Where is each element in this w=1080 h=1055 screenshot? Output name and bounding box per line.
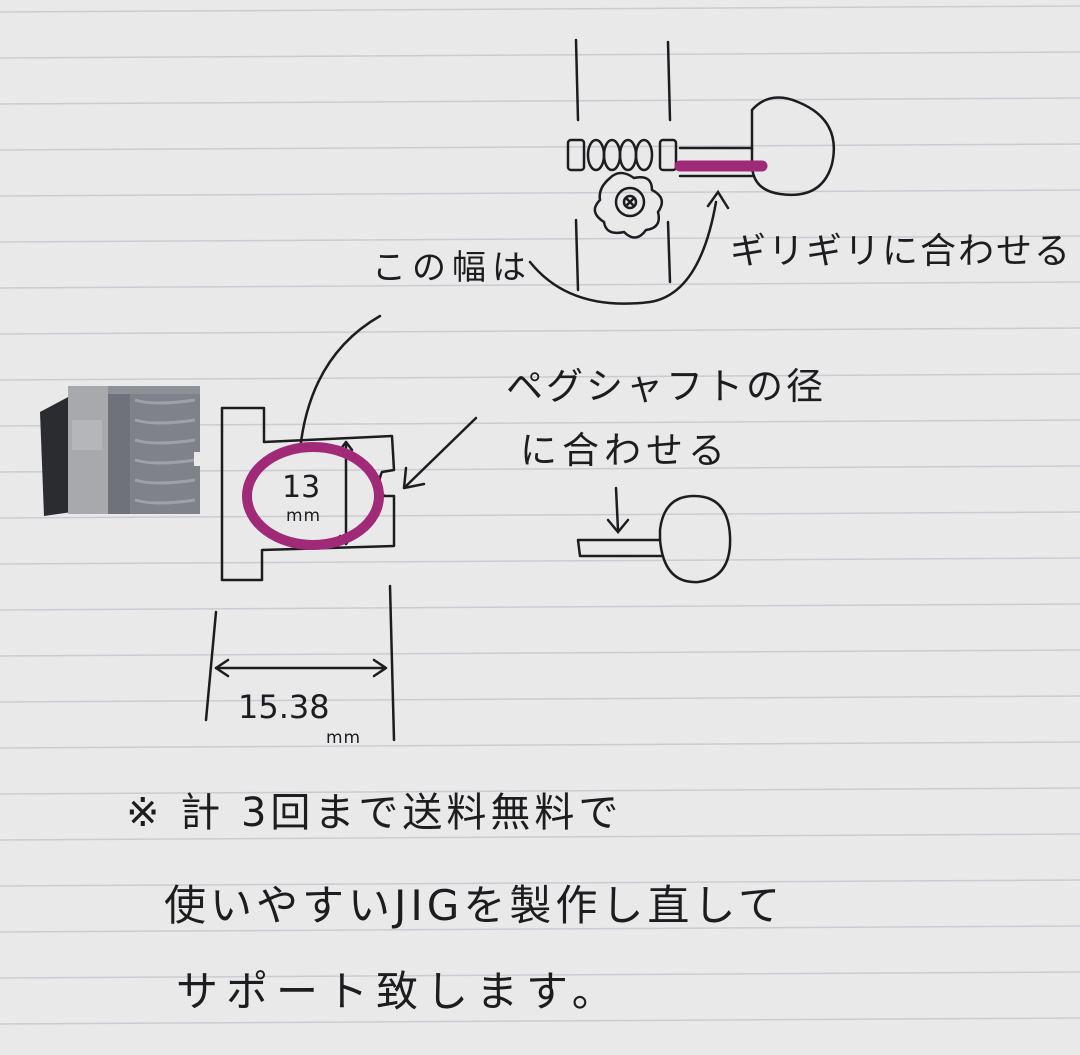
rule-line [0,1017,1080,1025]
label-match-to: に合わせる [520,429,730,472]
note-line-2: 使いやすいJIGを製作し直して [164,881,785,930]
metal-jig-photo [40,386,204,516]
rule-line [0,741,1080,749]
rule-line [0,97,1080,105]
peg-shaft-sketch [576,486,732,584]
dimension-1538-unit: mm [326,728,362,748]
dimension-1538-value: 15.38 [238,688,330,726]
ruled-lines [0,5,1080,1025]
rule-line [0,695,1080,703]
rule-line [0,189,1080,197]
rule-line [0,649,1080,657]
label-this-width: この幅は [372,248,532,288]
magenta-bore-circle [242,442,384,550]
label-fit-tight: ギリギリに合わせる [730,231,1073,272]
rule-line [0,143,1080,151]
note-line-3: サポート致します。 [176,967,622,1016]
rule-line [0,511,1080,519]
dimension-13-value: 13 [282,470,321,505]
label-peg-shaft-diameter: ペグシャフトの径 [506,365,826,408]
rule-line [0,787,1080,795]
tuner-drawing [528,38,836,305]
dimension-13-unit: mm [286,506,322,526]
rule-line [0,603,1080,611]
rule-line [0,879,1080,887]
rule-line [0,971,1080,979]
rule-line [0,281,1080,289]
rule-line [0,327,1080,335]
rule-line [0,925,1080,933]
rule-line [0,5,1080,13]
rule-line [0,373,1080,381]
rule-line [0,235,1080,243]
rule-line [0,557,1080,565]
rule-line [0,833,1080,841]
note-line-1: ※ 計 3回まで送料無料で [126,790,623,836]
rule-line [0,51,1080,59]
